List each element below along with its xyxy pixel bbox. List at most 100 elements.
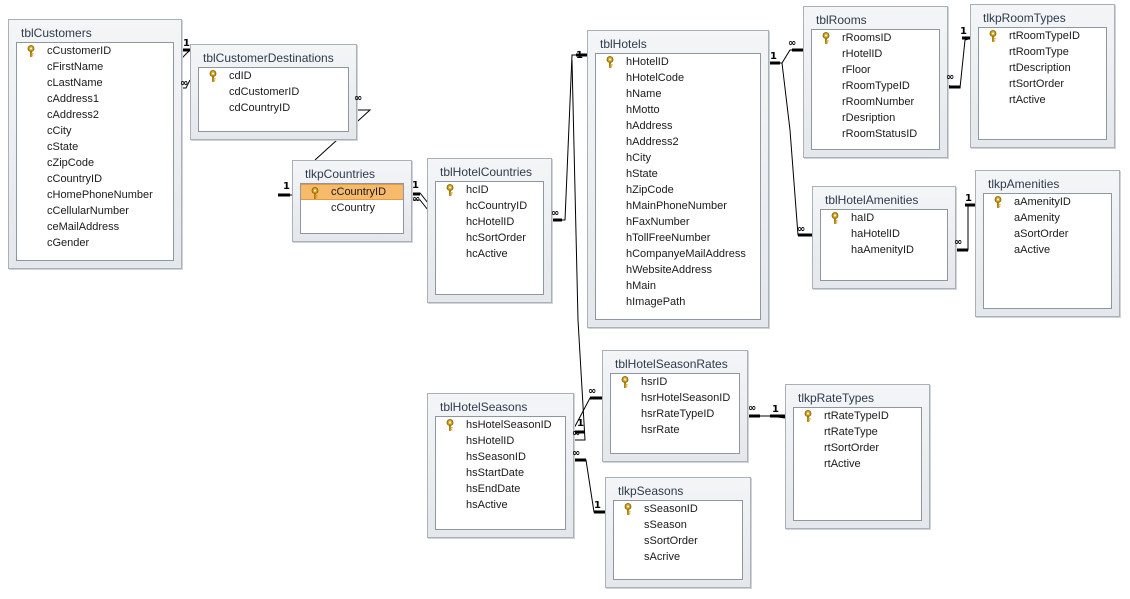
field-row[interactable]: rtSortOrder xyxy=(979,76,1106,92)
field-row[interactable]: rtActive xyxy=(794,456,921,472)
field-row[interactable]: hFaxNumber xyxy=(596,214,760,230)
field-row[interactable]: hsActive xyxy=(436,497,565,513)
field-row[interactable]: rtRateType xyxy=(794,424,921,440)
field-row[interactable]: hcID xyxy=(436,182,543,198)
field-row[interactable]: haAmenityID xyxy=(821,242,947,258)
field-row[interactable]: aAmenity xyxy=(984,210,1111,226)
field-row[interactable]: hTollFreeNumber xyxy=(596,230,760,246)
field-row[interactable]: cCity xyxy=(17,123,173,139)
table-title[interactable]: tblHotelSeasonRates xyxy=(615,357,728,371)
field-row[interactable]: hAddress2 xyxy=(596,134,760,150)
field-row[interactable]: aActive xyxy=(984,242,1111,258)
field-row[interactable]: hWebsiteAddress xyxy=(596,262,760,278)
field-row[interactable]: hMain xyxy=(596,278,760,294)
field-row[interactable]: hHotelCode xyxy=(596,70,760,86)
table-title[interactable]: tblRooms xyxy=(816,13,867,27)
field-row[interactable]: rRoomStatusID xyxy=(812,126,939,142)
field-row[interactable]: hsrRate xyxy=(611,422,739,438)
field-row[interactable]: rRoomsID xyxy=(812,30,939,46)
field-row[interactable]: hsHotelSeasonID xyxy=(436,417,565,433)
field-row[interactable]: hsrID xyxy=(611,374,739,390)
field-row[interactable]: hMotto xyxy=(596,102,760,118)
field-row[interactable]: cZipCode xyxy=(17,155,173,171)
table-title[interactable]: tblCustomers xyxy=(21,26,92,40)
field-row[interactable]: hsrRateTypeID xyxy=(611,406,739,422)
table-title[interactable]: tlkpSeasons xyxy=(618,484,684,498)
field-row[interactable]: cdID xyxy=(199,68,348,84)
field-row[interactable]: hZipCode xyxy=(596,182,760,198)
table-title[interactable]: tblHotelCountries xyxy=(440,165,533,179)
field-row[interactable]: cCustomerID xyxy=(17,43,173,59)
table-title[interactable]: tlkpAmenities xyxy=(988,177,1060,191)
field-row[interactable]: hAddress xyxy=(596,118,760,134)
field-row[interactable]: rtRoomTypeID xyxy=(979,28,1106,44)
table-title[interactable]: tlkpRateTypes xyxy=(798,391,875,405)
field-row[interactable]: sSeasonID xyxy=(614,501,742,517)
field-row[interactable]: cCountry xyxy=(301,200,403,216)
field-row[interactable]: rDesription xyxy=(812,110,939,126)
field-row[interactable]: hHotelID xyxy=(596,54,760,70)
field-row[interactable]: aAmenityID xyxy=(984,194,1111,210)
field-row[interactable]: ceMailAddress xyxy=(17,219,173,235)
field-row[interactable]: cAddress2 xyxy=(17,107,173,123)
field-row[interactable]: sSeason xyxy=(614,517,742,533)
field-row[interactable]: cCellularNumber xyxy=(17,203,173,219)
field-row[interactable]: rtSortOrder xyxy=(794,440,921,456)
field-row[interactable]: hMainPhoneNumber xyxy=(596,198,760,214)
field-row[interactable]: cGender xyxy=(17,235,173,251)
field-row[interactable]: hState xyxy=(596,166,760,182)
field-row[interactable]: sSortOrder xyxy=(614,533,742,549)
table-title[interactable]: tblHotels xyxy=(600,37,647,51)
field-row[interactable]: rtRoomType xyxy=(979,44,1106,60)
field-row[interactable]: rRoomNumber xyxy=(812,94,939,110)
table-title[interactable]: tlkpRoomTypes xyxy=(983,11,1066,25)
field-row[interactable]: hCity xyxy=(596,150,760,166)
field-row[interactable]: hsSeasonID xyxy=(436,449,565,465)
field-row[interactable]: sAcrive xyxy=(614,549,742,565)
field-row[interactable]: rFloor xyxy=(812,62,939,78)
field-row[interactable]: hName xyxy=(596,86,760,102)
field-row[interactable]: rtRateTypeID xyxy=(794,408,921,424)
field-row[interactable]: aSortOrder xyxy=(984,226,1111,242)
table-title[interactable]: tblCustomerDestinations xyxy=(203,51,334,65)
field-row[interactable]: cCountryID xyxy=(301,184,403,200)
field-row[interactable]: rtActive xyxy=(979,92,1106,108)
field-row[interactable]: cdCountryID xyxy=(199,100,348,116)
field-row[interactable]: hImagePath xyxy=(596,294,760,310)
field-row[interactable]: hcHotelID xyxy=(436,214,543,230)
field-row[interactable]: rRoomTypeID xyxy=(812,78,939,94)
field-row[interactable]: cLastName xyxy=(17,75,173,91)
table-title[interactable]: tblHotelSeasons xyxy=(440,400,528,414)
field-row[interactable]: cFirstName xyxy=(17,59,173,75)
table-title[interactable]: tlkpCountries xyxy=(305,167,376,181)
field-row[interactable]: hsEndDate xyxy=(436,481,565,497)
field-row[interactable]: haID xyxy=(821,210,947,226)
field-row[interactable]: hCompanyeMailAddress xyxy=(596,246,760,262)
field-row[interactable]: hcSortOrder xyxy=(436,230,543,246)
field-row[interactable]: rHotelID xyxy=(812,46,939,62)
